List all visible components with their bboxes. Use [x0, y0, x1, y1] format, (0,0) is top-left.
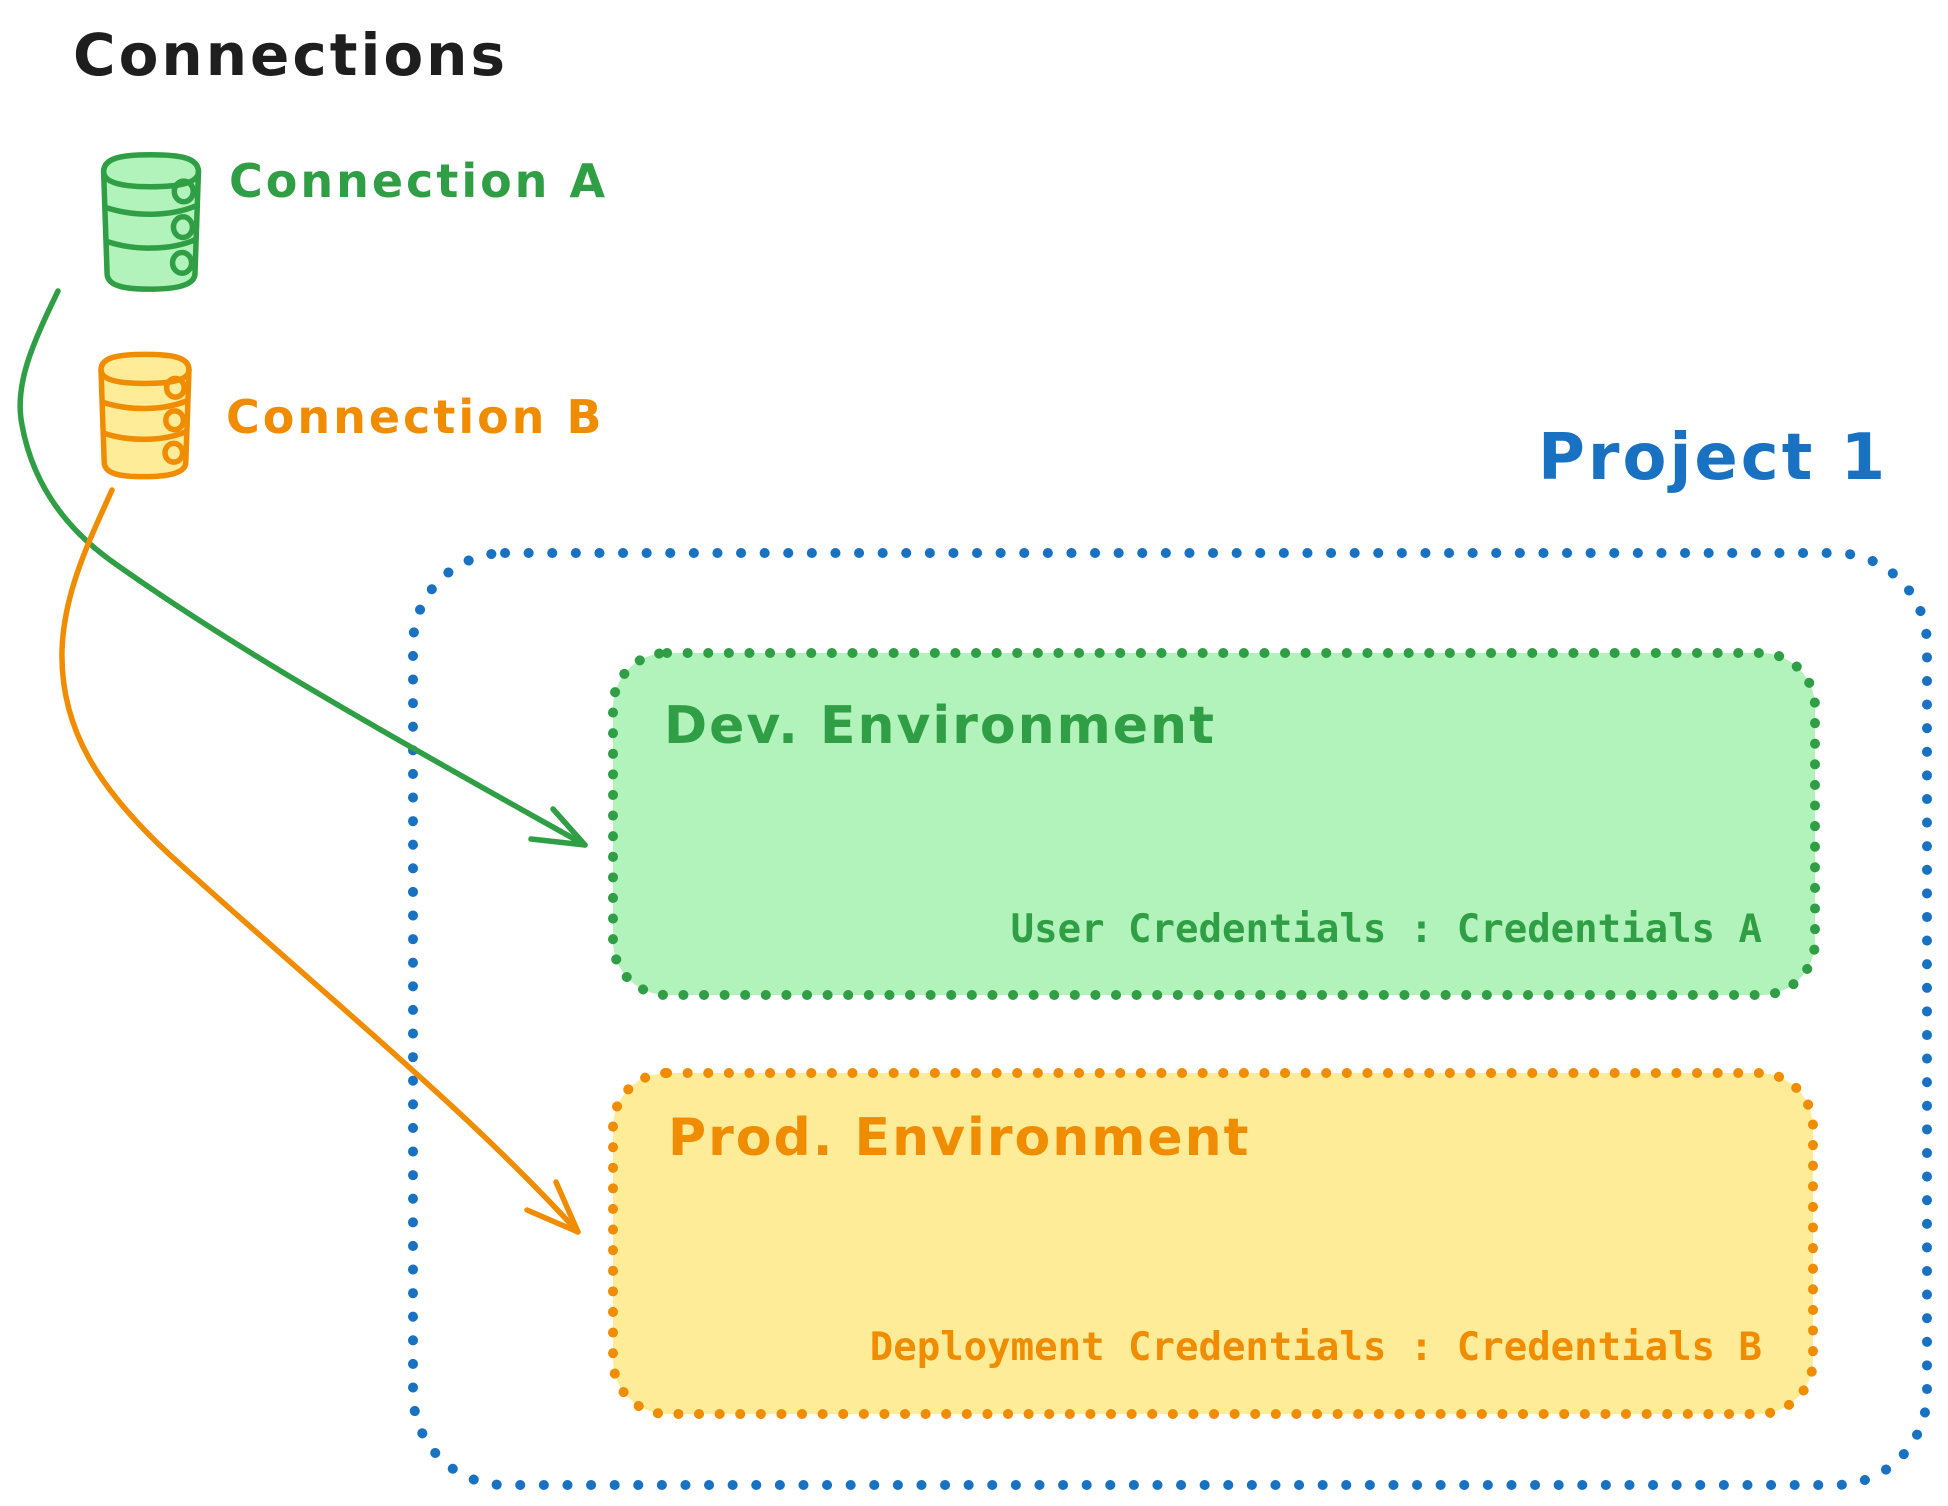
arrowhead-icon — [524, 1179, 581, 1235]
prod-environment-title: Prod. Environment — [668, 1108, 1251, 1168]
connection-a-to-dev-arrow — [17, 288, 588, 848]
diagram-title: Connections — [73, 21, 508, 89]
database-outline — [101, 354, 189, 476]
project-box — [408, 548, 1932, 1490]
arrow-shaft — [59, 487, 581, 1235]
database-top-ellipse — [104, 172, 199, 187]
connection-b-database-icon — [101, 354, 189, 476]
dev-environment-title: Dev. Environment — [664, 696, 1216, 756]
database-led — [174, 181, 193, 202]
connection-a-database-icon — [104, 155, 199, 289]
arrow-shaft — [17, 288, 588, 848]
database-separator — [103, 401, 188, 409]
database-led — [167, 378, 185, 397]
connection-b-label: Connection B — [226, 390, 605, 444]
database-led — [165, 443, 183, 462]
database-led — [173, 217, 192, 238]
prod-environment-credentials: Deployment Credentials : Credentials B — [869, 1325, 1762, 1370]
dev-environment-box — [608, 648, 1820, 1000]
database-led — [166, 411, 184, 430]
database-top-ellipse — [101, 370, 189, 384]
prod-environment-box — [608, 1068, 1818, 1419]
connection-a-label: Connection A — [229, 154, 609, 208]
connection-b-to-prod-arrow — [59, 487, 581, 1235]
database-body-fill — [101, 354, 189, 477]
database-outline — [104, 155, 199, 289]
database-separator — [105, 206, 196, 215]
database-body-fill — [103, 154, 199, 290]
dev-environment-credentials: User Credentials : Credentials A — [1010, 907, 1762, 952]
database-separator — [103, 431, 186, 439]
database-led — [173, 253, 192, 274]
project-title: Project 1 — [1538, 421, 1889, 495]
database-separator — [106, 239, 196, 248]
arrowhead-icon — [528, 806, 588, 848]
